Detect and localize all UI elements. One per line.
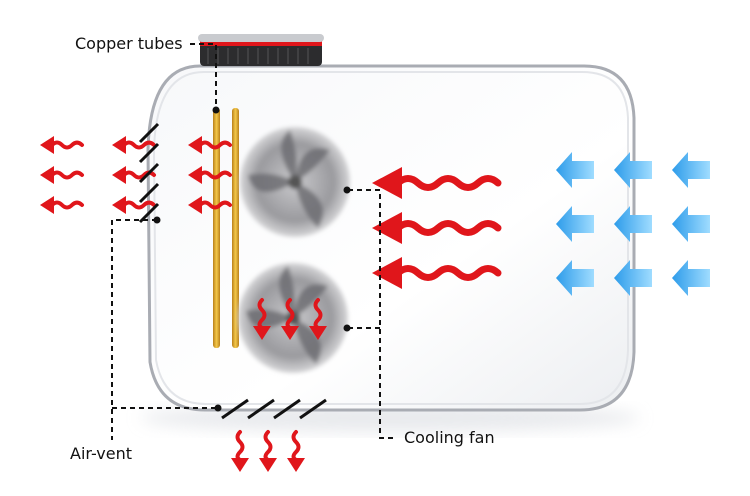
label-air-vent: Air-vent <box>70 444 133 463</box>
lens-cap <box>198 34 324 66</box>
cooling-fan-top <box>240 127 350 237</box>
air-vent-bottom <box>221 398 327 420</box>
label-cooling-fan: Cooling fan <box>404 428 495 447</box>
label-copper-tubes: Copper tubes <box>75 34 183 53</box>
leader-dots <box>153 106 351 412</box>
hot-air-arrows-exhaust-bottom <box>229 430 307 474</box>
leader-lines <box>111 43 396 440</box>
cool-air-arrows <box>556 152 710 296</box>
copper-tube-right <box>232 108 239 348</box>
copper-tube-left <box>213 108 220 348</box>
hot-air-arrows-exhaust-left <box>38 134 84 216</box>
air-vent-side <box>138 122 160 224</box>
